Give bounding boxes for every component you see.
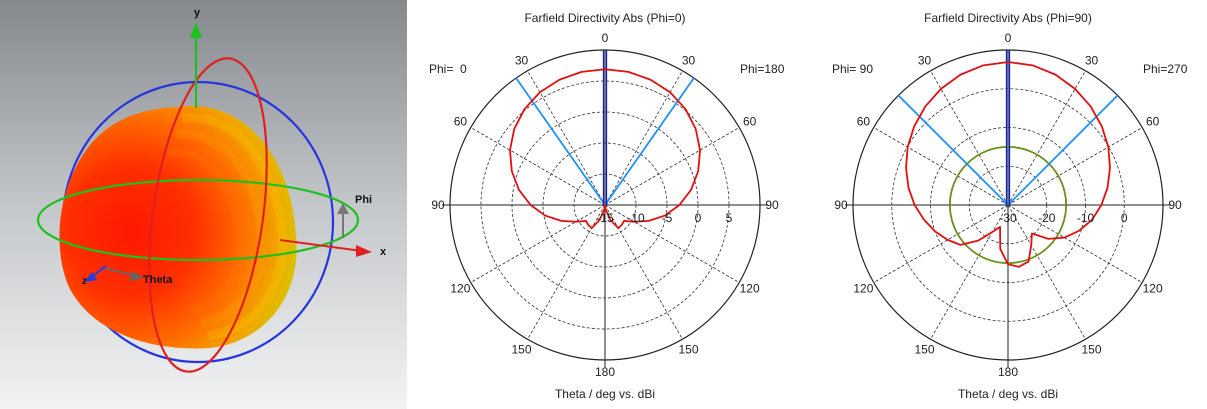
angle-label: 150: [511, 343, 531, 357]
radius-label: 5: [726, 211, 733, 225]
angle-label: 30: [515, 53, 529, 67]
x-axis-title: Theta / deg vs. dBi: [555, 387, 655, 401]
phi-arrow-head: [337, 203, 349, 214]
polar-grid: [442, 49, 768, 368]
grid-spoke: [1007, 127, 1143, 206]
z-axis-arrow: [84, 272, 97, 282]
angle-label: 60: [454, 115, 468, 129]
theta-label: Theta: [143, 274, 173, 286]
farfield-3d-view[interactable]: y x Phi Theta z: [0, 0, 407, 409]
grid-spoke: [873, 127, 1009, 206]
radius-label: -20: [1038, 211, 1056, 225]
grid-spoke: [470, 127, 606, 206]
radius-label: -10: [1077, 211, 1095, 225]
pattern-shading-bands: [167, 113, 287, 341]
radius-label: -15: [596, 211, 614, 225]
grid-spoke: [1007, 70, 1086, 206]
x-axis-line: [279, 239, 363, 252]
left-phi-label: Phi= 0: [429, 62, 467, 76]
angle-label: 180: [595, 365, 615, 379]
radius-labels: -30 -20 -10 0: [999, 211, 1128, 225]
x-axis-arrow: [356, 245, 372, 257]
angle-labels: 0 30 60 90 120 150 180 150 120 90 60 30: [431, 31, 779, 379]
radius-labels: -15 -10 -5 0 5: [596, 211, 732, 225]
y-axis-label: y: [194, 7, 201, 19]
x-axis-title: Theta / deg vs. dBi: [958, 387, 1058, 401]
angle-label: 150: [914, 343, 934, 357]
x-axis-label: x: [380, 246, 387, 258]
angle-label: 60: [857, 115, 871, 129]
pattern-curve: [905, 61, 1111, 268]
theta-ring: [148, 57, 268, 373]
polar-grid: [845, 49, 1171, 368]
grid-spoke: [1007, 204, 1143, 283]
angle-label: 90: [834, 198, 848, 212]
angle-label: 0: [602, 31, 609, 45]
beam-lines: [897, 50, 1119, 206]
theta-arrow-head: [130, 271, 144, 281]
left-phi-label: Phi= 90: [832, 62, 873, 76]
angle-label: 180: [998, 365, 1018, 379]
angle-label: 60: [743, 115, 757, 129]
beam-line: [1007, 94, 1119, 206]
beam-lines: [515, 50, 695, 206]
phi-ring: [36, 178, 360, 262]
beam-line: [604, 77, 695, 206]
grid-spoke: [604, 204, 740, 283]
beam-line: [515, 77, 606, 206]
beam-line: [897, 94, 1009, 206]
theta-arrow-line: [103, 267, 137, 277]
grid-spoke: [527, 70, 606, 206]
radius-label: 0: [695, 211, 702, 225]
right-phi-label: Phi=270: [1143, 62, 1188, 76]
radiation-pattern-surface: [59, 105, 297, 349]
z-axis-label: z: [82, 276, 87, 287]
series-layer: [509, 68, 701, 229]
polar-chart-phi90[interactable]: Farfield Directivity Abs (Phi=90) Phi= 9…: [807, 0, 1207, 409]
series-layer: [905, 61, 1111, 268]
angle-label: 0: [1005, 31, 1012, 45]
angle-label: 120: [853, 282, 873, 296]
grid-spoke: [604, 70, 683, 206]
angle-label: 30: [682, 53, 696, 67]
angle-labels: 0 30 60 90 120 150 180 150 120 90 60 30: [834, 31, 1182, 379]
angle-label: 120: [740, 282, 760, 296]
radius-label: -10: [627, 211, 645, 225]
angle-label: 150: [678, 343, 698, 357]
angle-label: 120: [450, 282, 470, 296]
grid-spoke: [604, 127, 740, 206]
angle-label: 90: [1168, 198, 1182, 212]
grid-spoke: [873, 204, 1009, 283]
radius-label: -5: [662, 211, 673, 225]
grid-spoke: [930, 70, 1009, 206]
angle-label: 60: [1146, 115, 1160, 129]
grid-spoke: [930, 204, 1009, 340]
grid-spoke: [1007, 204, 1086, 340]
grid-spoke: [470, 204, 606, 283]
angle-label: 90: [431, 198, 445, 212]
phi-label: Phi: [355, 194, 372, 206]
angle-label: 90: [765, 198, 779, 212]
chart-title: Farfield Directivity Abs (Phi=90): [924, 11, 1092, 25]
angle-label: 150: [1081, 343, 1101, 357]
angle-label: 30: [1085, 53, 1099, 67]
polar-chart-phi0[interactable]: Farfield Directivity Abs (Phi=0) Phi= 0 …: [407, 0, 807, 409]
right-phi-label: Phi=180: [740, 62, 785, 76]
angle-label: 120: [1143, 282, 1163, 296]
y-axis-arrow: [190, 22, 202, 38]
radius-label: 0: [1121, 211, 1128, 225]
radius-label: -30: [999, 211, 1017, 225]
chart-title: Farfield Directivity Abs (Phi=0): [524, 11, 685, 25]
angle-label: 30: [918, 53, 932, 67]
pattern-curve: [509, 68, 701, 229]
